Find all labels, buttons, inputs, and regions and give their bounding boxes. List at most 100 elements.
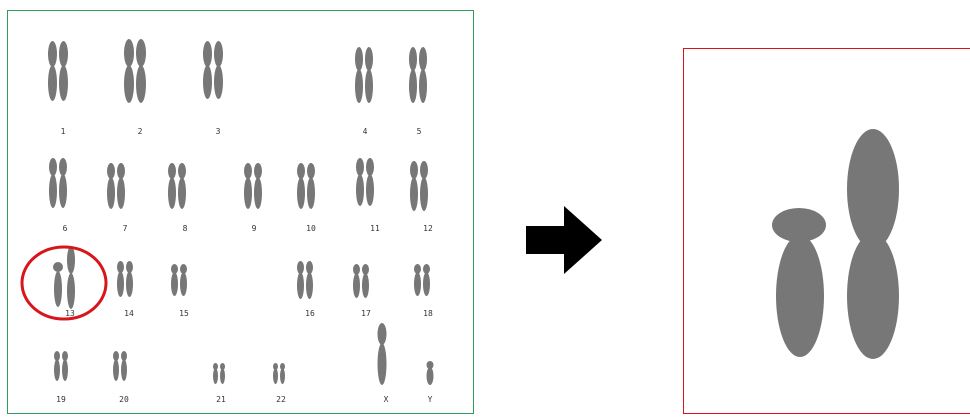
chromosome-label-9: 9: [252, 224, 257, 233]
chromatid-arm: [414, 272, 421, 296]
chromatid-arm: [59, 41, 68, 67]
chromatid-arm: [353, 273, 360, 298]
chromatid-arm: [67, 246, 75, 274]
chromatid-arm: [49, 174, 57, 208]
chromosome-pair-16: [297, 261, 313, 299]
chromatid-arm: [168, 163, 176, 179]
chromatid-arm: [121, 351, 127, 361]
chromatid-arm: [171, 264, 178, 274]
chromatid-arm: [307, 163, 315, 179]
chromosome-label-7: 7: [123, 224, 128, 233]
chromatid-arm: [107, 177, 115, 209]
chromatid-arm: [136, 39, 146, 67]
chromatid-arm: [297, 272, 304, 299]
chromatid-arm: [203, 41, 212, 67]
chromatid-arm: [280, 363, 285, 370]
chromatid-arm: [180, 272, 187, 296]
chromosome-pair-6: [49, 158, 67, 208]
chromosome-label-3: 3: [216, 127, 221, 136]
chromatid-arm: [365, 47, 373, 71]
zoomed-chromosome-13-short: [772, 208, 826, 357]
chromatid-arm: [117, 163, 125, 179]
zoomed-chromosome-13-long: [847, 129, 899, 359]
chromatid-arm: [414, 264, 421, 274]
chromatid-arm: [178, 177, 186, 209]
highlight-circle: [20, 245, 108, 321]
chromatid-arm: [420, 177, 428, 211]
chromatid-arm: [59, 174, 67, 208]
chromatid-arm: [273, 368, 278, 384]
chromosome-pair-20: [113, 351, 127, 381]
chromosome-label-12: 12: [423, 224, 433, 233]
chromatid-arm: [53, 262, 63, 272]
chromosome-pair-y: [426, 361, 434, 385]
chromosome-pair-8: [168, 163, 186, 209]
zoomed-chromosome-pair-13: [772, 129, 899, 359]
chromosome-pair-22: [273, 363, 285, 384]
chromatid-arm: [213, 363, 218, 370]
chromosome-pair-9: [244, 163, 262, 209]
chromosome-pair-5: [409, 47, 427, 103]
chromatid-arm: [297, 177, 305, 209]
chromatid-arm: [366, 174, 374, 206]
chromatid-arm: [168, 177, 176, 209]
chromatid-arm: [126, 261, 133, 273]
chromatid-arm: [113, 351, 119, 361]
chromosome-label-13: 13: [65, 309, 75, 318]
chromatid-arm: [62, 351, 68, 361]
chromatid-arm: [220, 368, 225, 384]
chromatid-arm: [124, 39, 134, 67]
chromosome-pair-4: [355, 47, 373, 103]
zoomed-chromatid-arm: [772, 208, 826, 242]
chromosome-label-14: 14: [124, 309, 134, 318]
chromatid-arm: [353, 264, 360, 275]
chromatid-arm: [107, 163, 115, 179]
chromosome-label-10: 10: [306, 224, 316, 233]
chromatid-arm: [62, 359, 68, 381]
chromosome-pair-18: [414, 264, 430, 296]
chromatid-arm: [54, 271, 62, 307]
chromosome-label-16: 16: [305, 309, 315, 318]
chromatid-arm: [213, 368, 218, 384]
chromatid-arm: [136, 65, 146, 103]
chromosome-pair-7: [107, 163, 125, 209]
chromatid-arm: [214, 41, 223, 67]
chromosome-pair-1: [48, 41, 68, 101]
zoomed-chromatid-arm: [776, 235, 824, 357]
chromosome-label-11: 11: [370, 224, 380, 233]
chromosome-label-20: 20: [119, 395, 129, 404]
chromatid-arm: [244, 163, 252, 179]
chromosome-pair-10: [297, 163, 315, 209]
chromosome-label-21: 21: [216, 395, 226, 404]
chromatid-arm: [356, 174, 364, 206]
chromatid-arm: [410, 177, 418, 211]
chromatid-arm: [121, 359, 127, 381]
chromatid-arm: [362, 273, 369, 298]
chromosome-pair-2: [124, 39, 146, 103]
chromatid-arm: [409, 47, 417, 71]
chromatid-arm: [59, 65, 68, 101]
chromosome-label-1: 1: [61, 127, 66, 136]
chromosome-pair-14: [117, 261, 133, 297]
zoomed-chromosome-panel: [683, 48, 970, 414]
chromatid-arm: [126, 271, 133, 297]
chromatid-arm: [273, 363, 278, 370]
chromatid-arm: [54, 351, 60, 361]
chromatid-arm: [410, 161, 418, 179]
chromosome-label-19: 19: [56, 395, 66, 404]
chromatid-arm: [117, 261, 124, 273]
chromosome-label-6: 6: [63, 224, 68, 233]
chromatid-arm: [362, 264, 369, 275]
chromatid-arm: [419, 47, 427, 71]
chromatid-arm: [420, 161, 428, 179]
chromatid-arm: [377, 343, 387, 385]
chromosome-pair-21: [213, 363, 225, 384]
chromatid-arm: [426, 361, 434, 369]
chromatid-arm: [423, 272, 430, 296]
chromatid-arm: [180, 264, 187, 274]
chromatid-arm: [203, 65, 212, 99]
chromosome-pair-3: [203, 41, 223, 99]
chromatid-arm: [220, 363, 225, 370]
chromosome-label-x: X: [384, 395, 389, 404]
chromatid-arm: [214, 65, 223, 99]
